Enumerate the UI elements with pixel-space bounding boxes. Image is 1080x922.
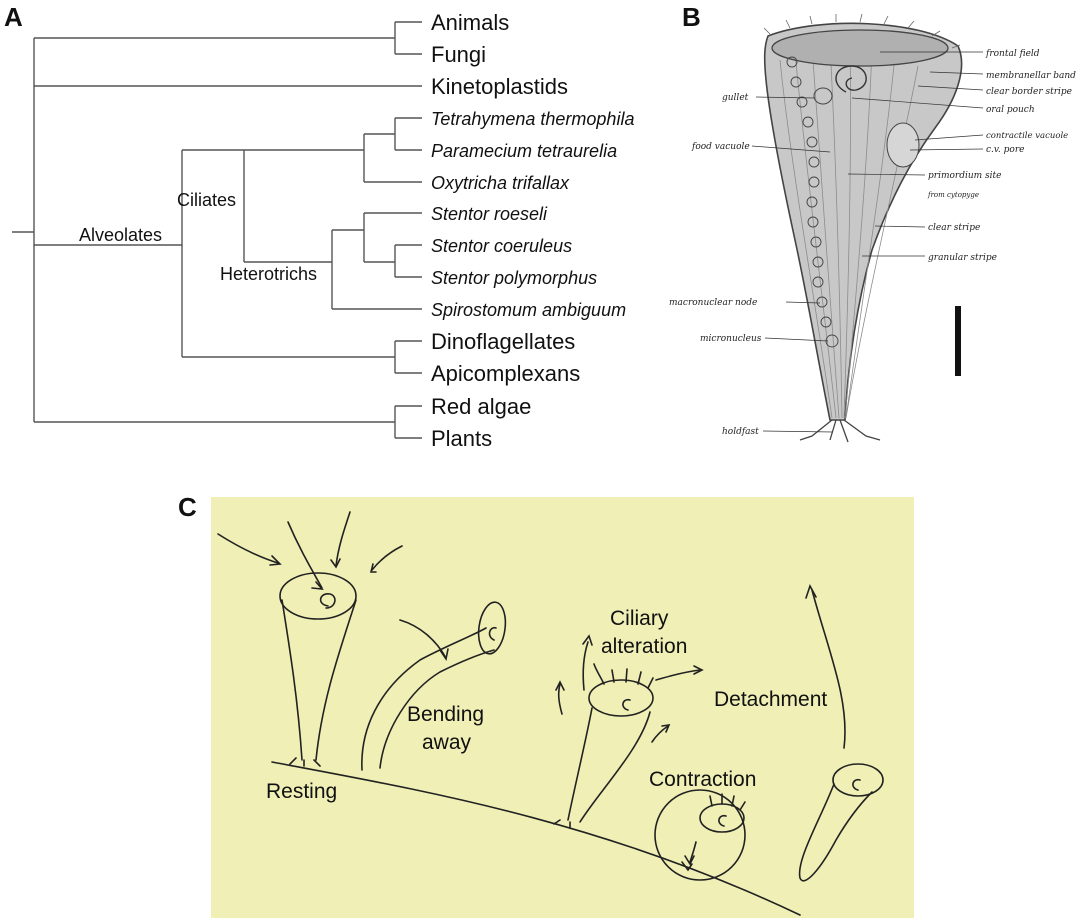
tip-apicomplexans: Apicomplexans	[431, 361, 580, 386]
label-clear-border-stripe: clear border stripe	[986, 87, 1072, 97]
stage-alteration: alteration	[601, 635, 687, 658]
label-contractile-vacuole: contractile vacuole	[986, 131, 1068, 141]
tip-stentor-roeseli: Stentor roeseli	[431, 204, 548, 224]
clade-ciliates: Ciliates	[177, 190, 236, 210]
panel-b-label: B	[682, 2, 701, 32]
label-primordium-site: primordium site	[928, 171, 1001, 181]
tip-stentor-polymorphus: Stentor polymorphus	[431, 268, 597, 288]
tip-fungi: Fungi	[431, 42, 486, 67]
stage-detachment: Detachment	[714, 688, 827, 711]
label-membranellar-band: membranellar band	[986, 71, 1076, 81]
label-gullet: gullet	[722, 93, 749, 103]
stentor-anatomy-illustration	[763, 13, 963, 443]
label-cv-pore: c.v. pore	[986, 145, 1024, 155]
tip-spirostomum: Spirostomum ambiguum	[431, 300, 626, 320]
tip-plants: Plants	[431, 426, 492, 451]
tip-paramecium: Paramecium tetraurelia	[431, 141, 617, 161]
phylogenetic-tree	[12, 21, 422, 439]
label-oral-pouch: oral pouch	[986, 105, 1035, 115]
stage-resting: Resting	[266, 780, 337, 803]
label-macronuclear-node: macronuclear node	[669, 298, 757, 308]
panel-a-label: A	[4, 2, 23, 32]
stage-bending: Bending	[407, 703, 484, 726]
label-granular-stripe: granular stripe	[928, 253, 997, 263]
tip-red-algae: Red algae	[431, 394, 531, 419]
tip-tetrahymena: Tetrahymena thermophila	[431, 109, 634, 129]
behavior-drawing	[217, 511, 884, 916]
tip-kinetoplastids: Kinetoplastids	[431, 74, 568, 99]
label-micronucleus: micronucleus	[700, 334, 762, 344]
tip-dinoflagellates: Dinoflagellates	[431, 329, 575, 354]
panel-c-label: C	[178, 492, 197, 522]
label-frontal-field: frontal field	[985, 49, 1040, 59]
anatomy-leader-lines	[751, 51, 984, 433]
tip-oxytricha: Oxytricha trifallax	[431, 173, 570, 193]
label-from-cytopyge: from cytopyge	[927, 191, 979, 199]
behavior-panel-background	[211, 497, 914, 918]
clade-alveolates: Alveolates	[79, 225, 162, 245]
tip-stentor-coeruleus: Stentor coeruleus	[431, 236, 572, 256]
clade-heterotrichs: Heterotrichs	[220, 264, 317, 284]
scale-bar	[955, 306, 961, 376]
tip-animals: Animals	[431, 10, 509, 35]
stage-ciliary: Ciliary	[610, 607, 669, 630]
label-clear-stripe: clear stripe	[928, 223, 980, 233]
stage-contraction: Contraction	[649, 768, 756, 791]
label-holdfast: holdfast	[722, 427, 759, 437]
stage-away: away	[422, 731, 472, 754]
label-food-vacuole: food vacuole	[691, 142, 750, 152]
